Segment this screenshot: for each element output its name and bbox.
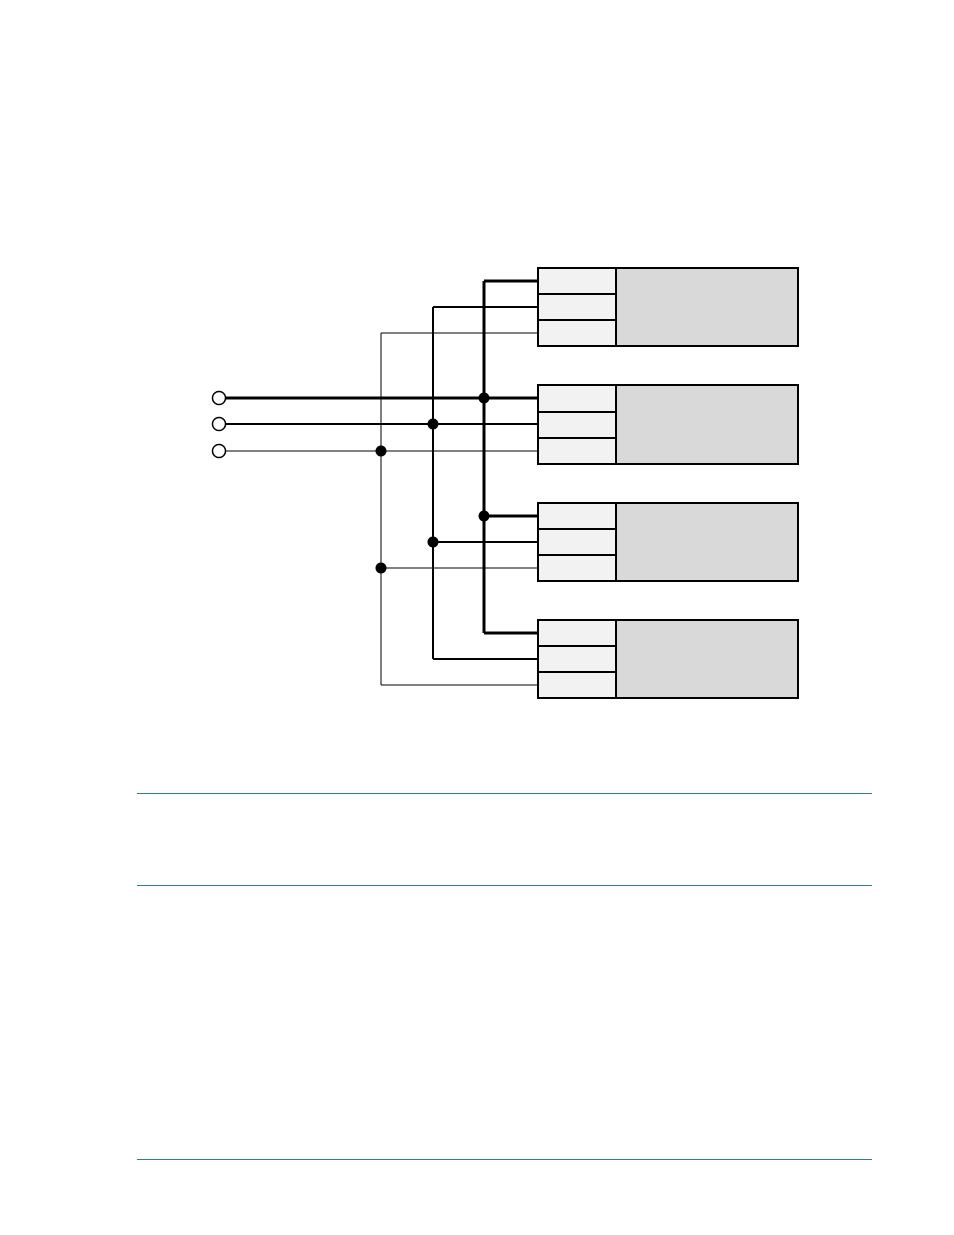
wire-line-3 xyxy=(225,332,538,686)
junction-dot xyxy=(478,510,490,522)
module-3 xyxy=(537,502,799,582)
module-1-slot-1 xyxy=(537,267,617,295)
junction-dot xyxy=(375,562,387,574)
junction-dot xyxy=(375,445,387,457)
divider-rule xyxy=(137,1159,872,1160)
module-3-body xyxy=(615,502,799,582)
supply-terminal-3 xyxy=(211,443,227,459)
junction-dot xyxy=(427,418,439,430)
module-3-slot-1 xyxy=(537,502,617,530)
supply-terminal-1 xyxy=(211,390,227,406)
junction-dots xyxy=(375,392,490,574)
module-4 xyxy=(537,619,799,699)
module-1 xyxy=(537,267,799,347)
module-2-body xyxy=(615,384,799,465)
module-2-slot-2 xyxy=(537,411,617,439)
module-4-body xyxy=(615,619,799,699)
wiring-diagram xyxy=(211,267,799,699)
module-2 xyxy=(537,384,799,465)
junction-dot xyxy=(478,392,490,404)
supply-terminal-2 xyxy=(211,416,227,432)
module-1-body xyxy=(615,267,799,347)
supply-terminals xyxy=(211,390,227,459)
module-3-slot-2 xyxy=(537,528,617,556)
module-1-slot-3 xyxy=(537,319,617,347)
module-1-slot-2 xyxy=(537,293,617,321)
module-3-slot-3 xyxy=(537,554,617,582)
module-4-slot-3 xyxy=(537,671,617,699)
divider-rule xyxy=(137,793,872,794)
module-4-slot-1 xyxy=(537,619,617,647)
divider-rule xyxy=(137,885,872,886)
junction-dot xyxy=(427,536,439,548)
module-2-slot-1 xyxy=(537,384,617,413)
module-4-slot-2 xyxy=(537,645,617,673)
module-2-slot-3 xyxy=(537,437,617,465)
